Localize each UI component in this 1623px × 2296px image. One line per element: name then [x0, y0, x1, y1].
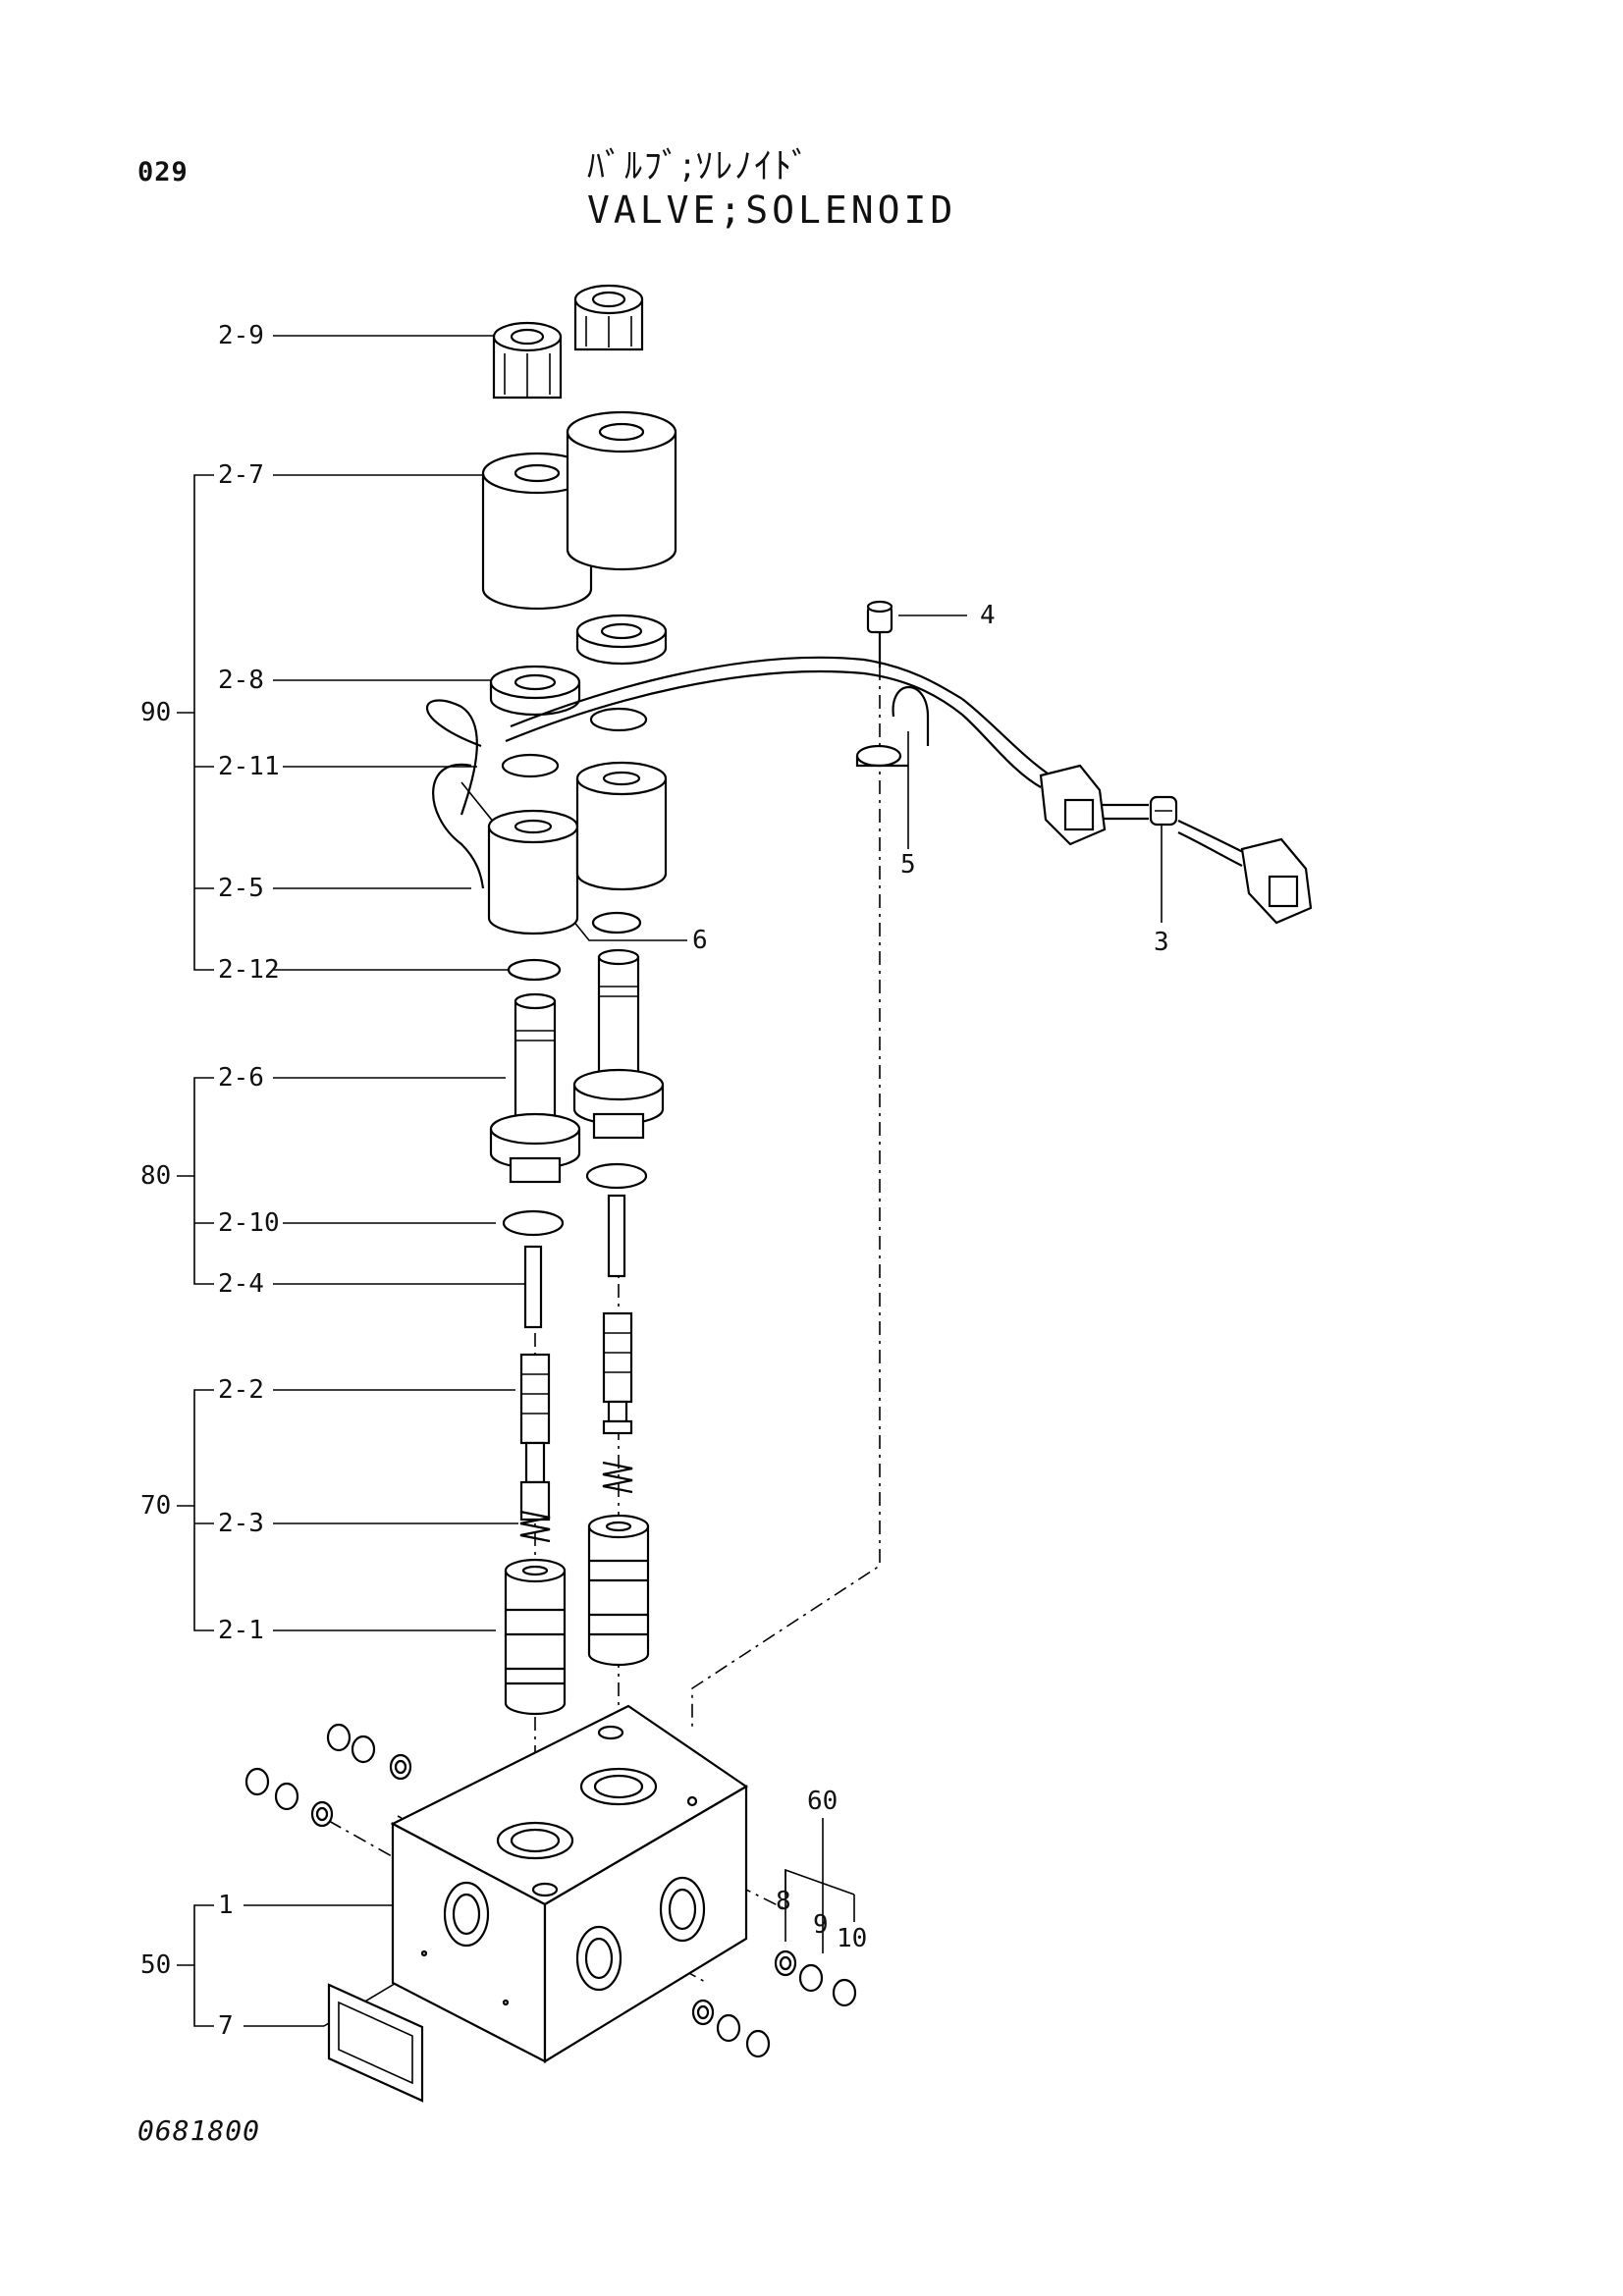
label-3: 3 — [1154, 928, 1169, 957]
label-6: 6 — [692, 926, 708, 955]
label-2-2: 2-2 — [218, 1375, 264, 1405]
spacer-part — [489, 665, 581, 717]
label-2-7: 2-7 — [218, 460, 264, 490]
coil-tube-part — [575, 761, 668, 891]
leader-lines — [243, 335, 1163, 2027]
group-label-50: 50 — [140, 1950, 172, 1980]
group-brackets — [177, 474, 855, 2027]
label-9: 9 — [813, 1910, 829, 1940]
label-10: 10 — [837, 1924, 868, 1953]
drawing-number: 0681800 — [137, 2114, 261, 2147]
group-label-60: 60 — [807, 1787, 839, 1816]
label-2-5: 2-5 — [218, 874, 264, 903]
coil-part — [481, 452, 593, 611]
spring-part — [602, 1461, 633, 1494]
page-title-japanese: ﾊﾞﾙﾌﾞ;ｿﾚﾉｲﾄﾞ — [587, 146, 812, 187]
nut-part — [573, 284, 644, 351]
o-ring-part — [507, 958, 562, 982]
sleeve-part — [504, 1558, 567, 1716]
spool-part — [519, 1353, 551, 1522]
bolt-part — [866, 600, 893, 667]
coil-tube-part — [487, 809, 579, 935]
spool-part — [602, 1311, 633, 1435]
o-ring-part — [585, 1162, 648, 1190]
nameplate-part — [327, 1983, 424, 2103]
page-number: 029 — [137, 157, 189, 187]
label-2-10: 2-10 — [218, 1208, 280, 1238]
label-5: 5 — [900, 850, 916, 880]
plunger-tube-part — [572, 948, 665, 1140]
o-ring-part — [501, 753, 560, 778]
sleeve-part — [587, 1514, 650, 1667]
pin-part — [523, 1245, 543, 1329]
label-2-1: 2-1 — [218, 1616, 264, 1645]
spring-part — [519, 1510, 551, 1543]
group-label-80: 80 — [140, 1161, 172, 1191]
plug-set-front — [691, 1999, 771, 2058]
label-2-8: 2-8 — [218, 666, 264, 695]
coil-part — [566, 410, 677, 571]
o-ring-part — [591, 911, 642, 934]
connector-part — [1240, 837, 1313, 925]
label-4: 4 — [980, 601, 996, 630]
label-7: 7 — [218, 2011, 234, 2041]
group-label-90: 90 — [140, 698, 172, 727]
label-2-3: 2-3 — [218, 1509, 264, 1538]
pin-part — [607, 1194, 626, 1278]
plug-set-left-upper — [326, 1723, 412, 1781]
plug-set-right — [774, 1949, 857, 2007]
clamp-part — [855, 686, 930, 768]
label-2-11: 2-11 — [218, 752, 280, 781]
plug-set-left-lower — [244, 1767, 334, 1828]
grommet-part — [1149, 795, 1178, 827]
label-2-9: 2-9 — [218, 321, 264, 350]
o-ring-part — [589, 707, 648, 732]
connector-part — [1039, 764, 1107, 846]
label-2-6: 2-6 — [218, 1063, 264, 1093]
spacer-part — [575, 614, 668, 666]
o-ring-part — [502, 1209, 565, 1237]
group-label-70: 70 — [140, 1491, 172, 1521]
nut-part — [492, 321, 563, 400]
plunger-tube-part — [489, 992, 581, 1184]
label-2-4: 2-4 — [218, 1269, 264, 1299]
label-2-12: 2-12 — [218, 955, 280, 985]
page-title: VALVE;SOLENOID — [587, 188, 957, 232]
valve-body-part — [390, 1704, 749, 2063]
label-8: 8 — [776, 1887, 791, 1916]
label-1: 1 — [218, 1891, 234, 1920]
